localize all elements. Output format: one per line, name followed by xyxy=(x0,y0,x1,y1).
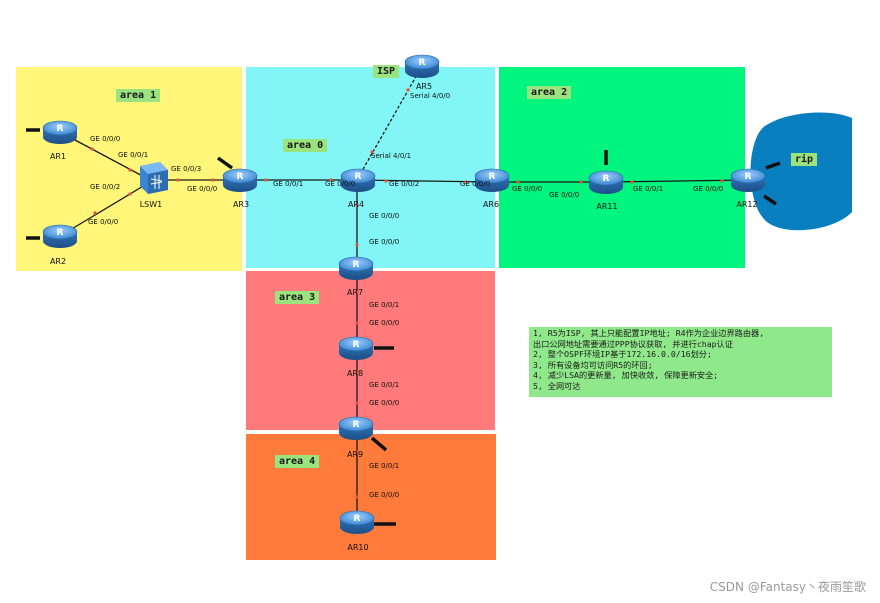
note-line: 5, 全网可达 xyxy=(533,380,581,391)
iface-ar5-s400: Serial 4/0/0 xyxy=(410,92,451,100)
iface-ar4-g000-down: GE 0/0/0 xyxy=(369,212,400,220)
iface-ar1-g000: GE 0/0/0 xyxy=(90,135,121,143)
device-name-ar5: AR5 xyxy=(415,82,433,91)
iface-ar7-g000: GE 0/0/0 xyxy=(369,238,400,246)
router-icon-ar3 xyxy=(222,168,258,193)
router-icon-ar11 xyxy=(588,170,624,195)
area-2-label: area 2 xyxy=(527,86,572,99)
iface-ar4-g000: GE 0/0/0 xyxy=(325,180,356,188)
router-icon-ar9 xyxy=(338,416,374,441)
router-icon-ar2 xyxy=(42,224,78,249)
requirements-note: 1, R5为ISP, 其上只能配置IP地址; R4作为企业边界路由器, 出口公网… xyxy=(529,327,832,397)
device-name-ar12: AR12 xyxy=(736,200,758,209)
iface-ar8-g000: GE 0/0/0 xyxy=(369,319,400,327)
area-2-zone xyxy=(499,67,745,268)
area-0-zone xyxy=(246,67,495,268)
iface-ar9-g001: GE 0/0/1 xyxy=(369,462,400,470)
link-ar11-ar12 xyxy=(605,179,749,183)
iface-lsw-g002: GE 0/0/2 xyxy=(90,183,121,191)
device-name-ar9: AR9 xyxy=(346,450,364,459)
iface-ar4-g002: GE 0/0/2 xyxy=(389,180,420,188)
area-4-label: area 4 xyxy=(275,455,320,468)
iface-lsw-g001: GE 0/0/1 xyxy=(118,151,149,159)
iface-ar3-g001: GE 0/0/1 xyxy=(273,180,304,188)
iface-ar11-g001: GE 0/0/1 xyxy=(633,185,664,193)
iface-ar6-g000b: GE 0/0/0 xyxy=(512,185,543,193)
router-icon-ar7 xyxy=(338,256,374,281)
device-name-ar1: AR1 xyxy=(49,152,67,161)
router-icon-ar8 xyxy=(338,336,374,361)
iface-ar2-g000: GE 0/0/0 xyxy=(88,218,119,226)
area-3-label: area 3 xyxy=(275,291,320,304)
iface-ar4-s401: Serial 4/0/1 xyxy=(371,152,412,160)
router-icon-ar5 xyxy=(404,54,440,79)
switch-icon-lsw1 xyxy=(140,162,168,194)
iface-ar3-g000: GE 0/0/0 xyxy=(187,185,218,193)
note-line: 出口公网地址需要通过PPP协议获取, 并进行chap认证 xyxy=(533,338,733,349)
isp-label: ISP xyxy=(373,65,400,78)
router-icon-ar12 xyxy=(730,168,766,193)
device-name-ar8: AR8 xyxy=(346,369,364,378)
router-icon-ar10 xyxy=(339,510,375,535)
iface-ar12-g000: GE 0/0/0 xyxy=(693,185,724,193)
device-name-ar2: AR2 xyxy=(49,257,67,266)
rip-label: rip xyxy=(791,153,818,166)
router-icon-ar1 xyxy=(42,120,78,145)
device-name-ar7: AR7 xyxy=(346,288,364,297)
link-ar2-lsw1 xyxy=(59,181,151,237)
iface-ar9-g000: GE 0/0/0 xyxy=(369,399,400,407)
area-1-label: area 1 xyxy=(116,89,161,102)
device-name-ar6: AR6 xyxy=(482,200,500,209)
link-ar4-ar5-serial xyxy=(357,65,423,179)
note-line: 4, 减少LSA的更新量, 加快收敛, 保障更新安全; xyxy=(533,370,719,381)
iface-lsw-g003: GE 0/0/3 xyxy=(171,165,202,173)
iface-ar7-g001: GE 0/0/1 xyxy=(369,301,400,309)
note-line: 1, R5为ISP, 其上只能配置IP地址; R4作为企业边界路由器, xyxy=(533,328,765,338)
device-name-lsw1: LSW1 xyxy=(139,200,163,209)
device-name-ar11: AR11 xyxy=(596,202,618,211)
note-line: 2, 整个OSPF环境IP基于172.16.0.0/16划分; xyxy=(533,349,712,360)
area-0-label: area 0 xyxy=(283,139,328,152)
iface-ar10-g000: GE 0/0/0 xyxy=(369,491,400,499)
device-name-ar3: AR3 xyxy=(232,200,250,209)
iface-ar11-g000: GE 0/0/0 xyxy=(549,191,580,199)
iface-ar8-g001: GE 0/0/1 xyxy=(369,381,400,389)
device-name-ar10: AR10 xyxy=(347,543,369,552)
device-name-ar4: AR4 xyxy=(347,200,365,209)
iface-ar6-g000: GE 0/0/0 xyxy=(460,180,491,188)
link-ar4-ar6 xyxy=(357,179,493,183)
watermark: CSDN @Fantasy丶夜雨笙歌 xyxy=(709,580,866,594)
note-line: 3, 所有设备均可访问R5的环回; xyxy=(533,359,653,370)
